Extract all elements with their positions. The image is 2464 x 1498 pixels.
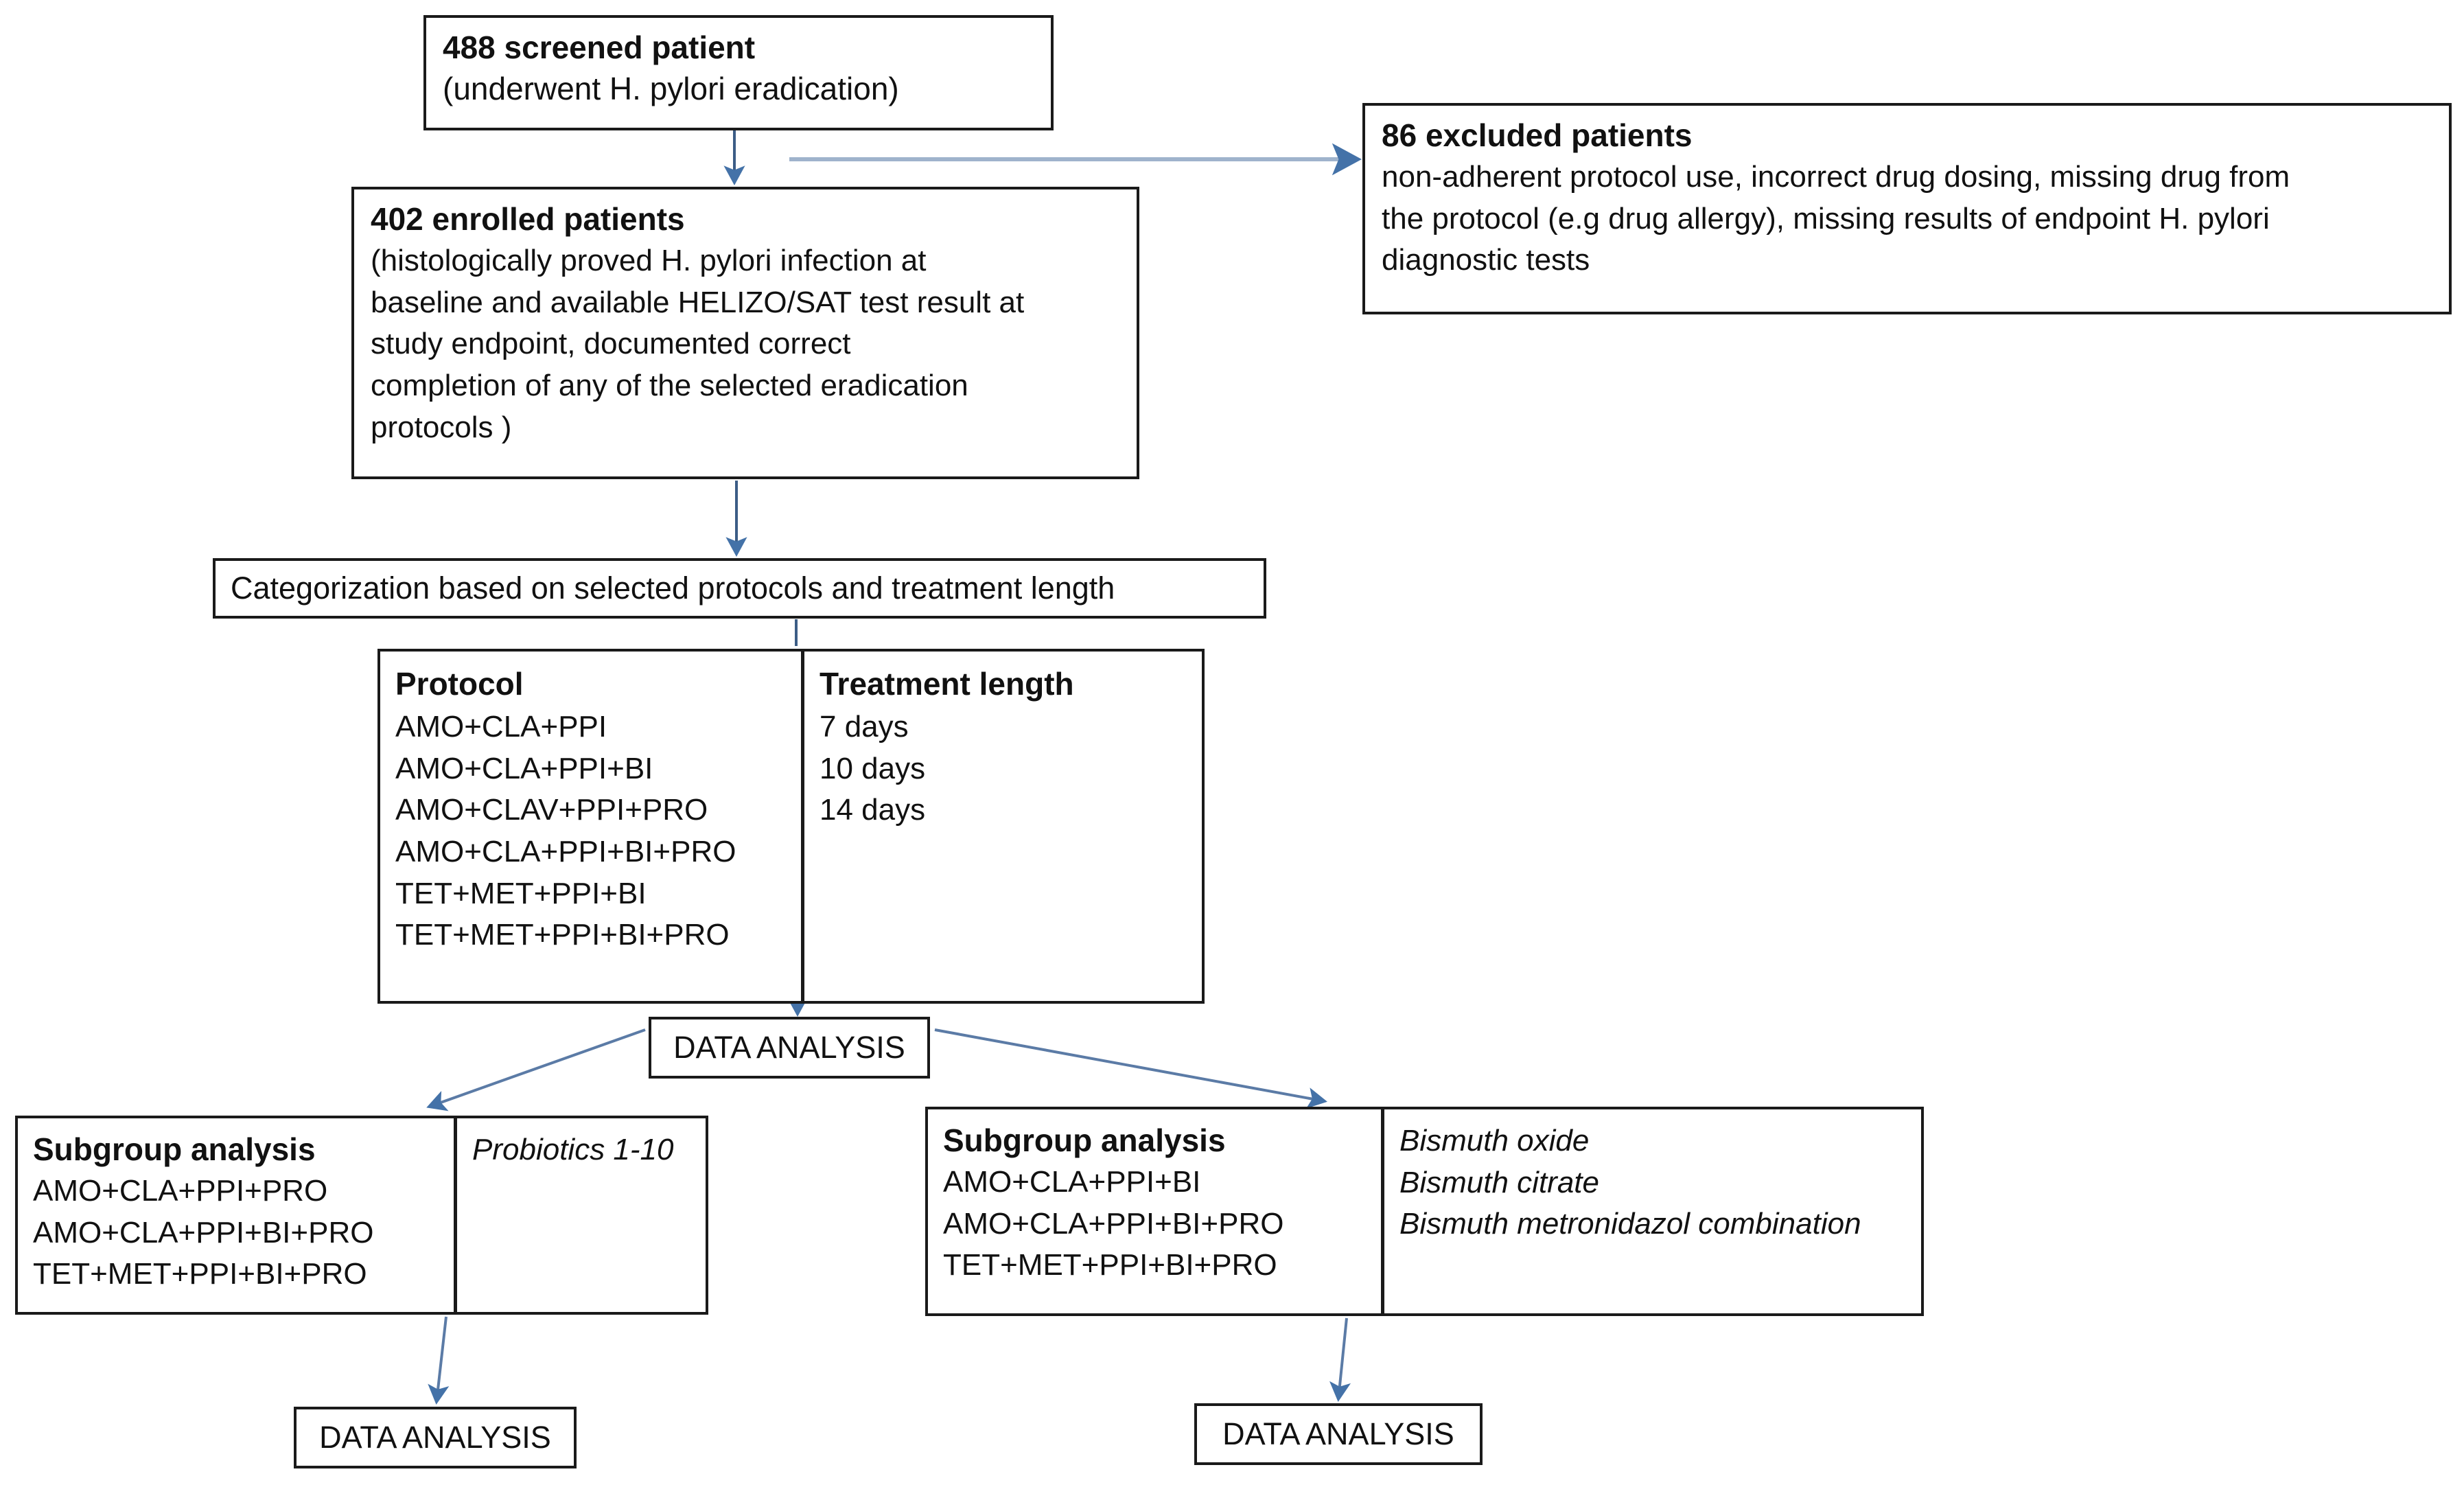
subgroup-left-side-column: Probiotics 1-10 (457, 1118, 684, 1312)
enrolled-line-3: completion of any of the selected eradic… (371, 368, 968, 402)
node-enrolled-patients: 402 enrolled patients (histologically pr… (351, 187, 1139, 479)
enrolled-line-4: protocols ) (371, 410, 512, 444)
arrow-subgroup-left-to-analysis (428, 1316, 450, 1405)
subgroup-left-protocol: AMO+CLA+PPI+BI+PRO (33, 1215, 374, 1249)
arrow-subgroup-right-to-analysis (1329, 1317, 1351, 1402)
data-analysis-main-label: DATA ANALYSIS (673, 1030, 905, 1065)
excluded-title: 86 excluded patients (1382, 117, 1693, 153)
subgroup-right-side-item: Bismuth metronidazol combination (1399, 1207, 1861, 1241)
enrolled-line-1: baseline and available HELIZO/SAT test r… (371, 285, 1025, 319)
protocol-item: AMO+CLAV+PPI+PRO (395, 793, 708, 827)
excluded-line-1: the protocol (e.g drug allergy), missing… (1382, 201, 2270, 235)
node-data-analysis-main: DATA ANALYSIS (649, 1017, 930, 1079)
enrolled-line-2: study endpoint, documented correct (371, 327, 851, 361)
data-analysis-left-label: DATA ANALYSIS (319, 1420, 551, 1455)
subgroup-right-protocol: TET+MET+PPI+BI+PRO (943, 1248, 1277, 1282)
subgroup-left-protocol-column: Subgroup analysis AMO+CLA+PPI+PRO AMO+CL… (18, 1118, 457, 1312)
excluded-line-2: diagnostic tests (1382, 243, 1590, 277)
protocol-item: AMO+CLA+PPI+BI+PRO (395, 834, 736, 868)
treatment-length-column-header: Treatment length (820, 666, 1074, 702)
arrow-analysis-to-subgroup-right (934, 1028, 1327, 1109)
subgroup-left-side-item: Probiotics 1-10 (472, 1133, 674, 1166)
enrolled-line-0: (histologically proved H. pylori infecti… (371, 243, 927, 277)
node-protocol-table: Protocol AMO+CLA+PPI AMO+CLA+PPI+BI AMO+… (377, 649, 1205, 1004)
subgroup-left-protocol: TET+MET+PPI+BI+PRO (33, 1257, 367, 1291)
protocol-column-header: Protocol (395, 666, 524, 702)
treatment-length-item: 7 days (820, 709, 909, 744)
treatment-length-item: 10 days (820, 751, 926, 785)
subgroup-right-protocol: AMO+CLA+PPI+BI (943, 1164, 1201, 1199)
subgroup-left-protocol: AMO+CLA+PPI+PRO (33, 1173, 328, 1208)
node-subgroup-analysis-bismuth: Subgroup analysis AMO+CLA+PPI+BI AMO+CLA… (925, 1107, 1924, 1316)
treatment-length-column: Treatment length 7 days 10 days 14 days (804, 652, 1202, 1001)
subgroup-right-title: Subgroup analysis (943, 1122, 1226, 1158)
subgroup-right-side-item: Bismuth citrate (1399, 1165, 1599, 1199)
excluded-line-0: non-adherent protocol use, incorrect dru… (1382, 159, 2290, 194)
subgroup-right-side-column: Bismuth oxide Bismuth citrate Bismuth me… (1384, 1109, 1872, 1313)
node-excluded-patients: 86 excluded patients non-adherent protoc… (1362, 103, 2452, 314)
enrolled-title: 402 enrolled patients (371, 201, 685, 237)
protocol-column: Protocol AMO+CLA+PPI AMO+CLA+PPI+BI AMO+… (380, 652, 804, 1001)
protocol-item: AMO+CLA+PPI (395, 709, 607, 744)
node-subgroup-analysis-probiotics: Subgroup analysis AMO+CLA+PPI+PRO AMO+CL… (15, 1116, 708, 1315)
node-data-analysis-right: DATA ANALYSIS (1194, 1403, 1483, 1465)
protocol-item: TET+MET+PPI+BI+PRO (395, 918, 730, 952)
protocol-item: AMO+CLA+PPI+BI (395, 751, 653, 785)
subgroup-right-protocol-column: Subgroup analysis AMO+CLA+PPI+BI AMO+CLA… (928, 1109, 1384, 1313)
screened-line-0: (underwent H. pylori eradication) (443, 70, 899, 106)
arrow-analysis-to-subgroup-left (426, 1028, 646, 1111)
node-data-analysis-left: DATA ANALYSIS (294, 1407, 577, 1468)
screened-title: 488 screened patient (443, 30, 756, 65)
node-screened-patients: 488 screened patient (underwent H. pylor… (423, 15, 1054, 130)
data-analysis-right-label: DATA ANALYSIS (1222, 1416, 1454, 1451)
node-categorization: Categorization based on selected protoco… (213, 558, 1266, 619)
subgroup-left-title: Subgroup analysis (33, 1131, 316, 1167)
categorization-label: Categorization based on selected protoco… (231, 571, 1115, 606)
protocol-item: TET+MET+PPI+BI (395, 876, 647, 910)
treatment-length-item: 14 days (820, 793, 926, 827)
subgroup-right-side-item: Bismuth oxide (1399, 1124, 1590, 1157)
subgroup-right-protocol: AMO+CLA+PPI+BI+PRO (943, 1206, 1284, 1241)
